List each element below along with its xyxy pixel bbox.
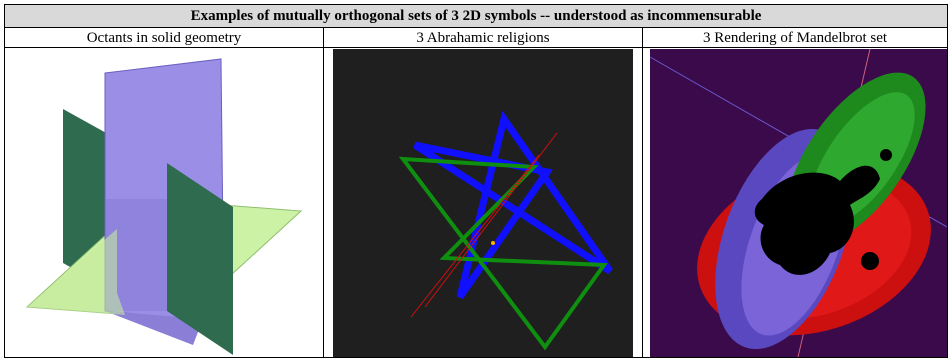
- column-divider: [642, 28, 643, 357]
- column-divider: [323, 28, 324, 357]
- dark-plane-front: [167, 163, 233, 355]
- religions-star-illustration: [325, 49, 642, 357]
- mandelbrot-set: [754, 165, 880, 275]
- red-axis-line: [424, 132, 558, 308]
- green-star: [398, 156, 608, 351]
- column-header-octants: Octants in solid geometry: [5, 28, 323, 48]
- octants-illustration: [5, 49, 323, 357]
- table-title: Examples of mutually orthogonal sets of …: [5, 5, 947, 28]
- column-header-religions: 3 Abrahamic religions: [324, 28, 642, 48]
- comparison-table: Examples of mutually orthogonal sets of …: [4, 4, 948, 358]
- column-header-mandelbrot: 3 Rendering of Mandelbrot set: [643, 28, 947, 48]
- mandelbrot-illustration: [644, 49, 947, 357]
- center-dot: [491, 241, 495, 245]
